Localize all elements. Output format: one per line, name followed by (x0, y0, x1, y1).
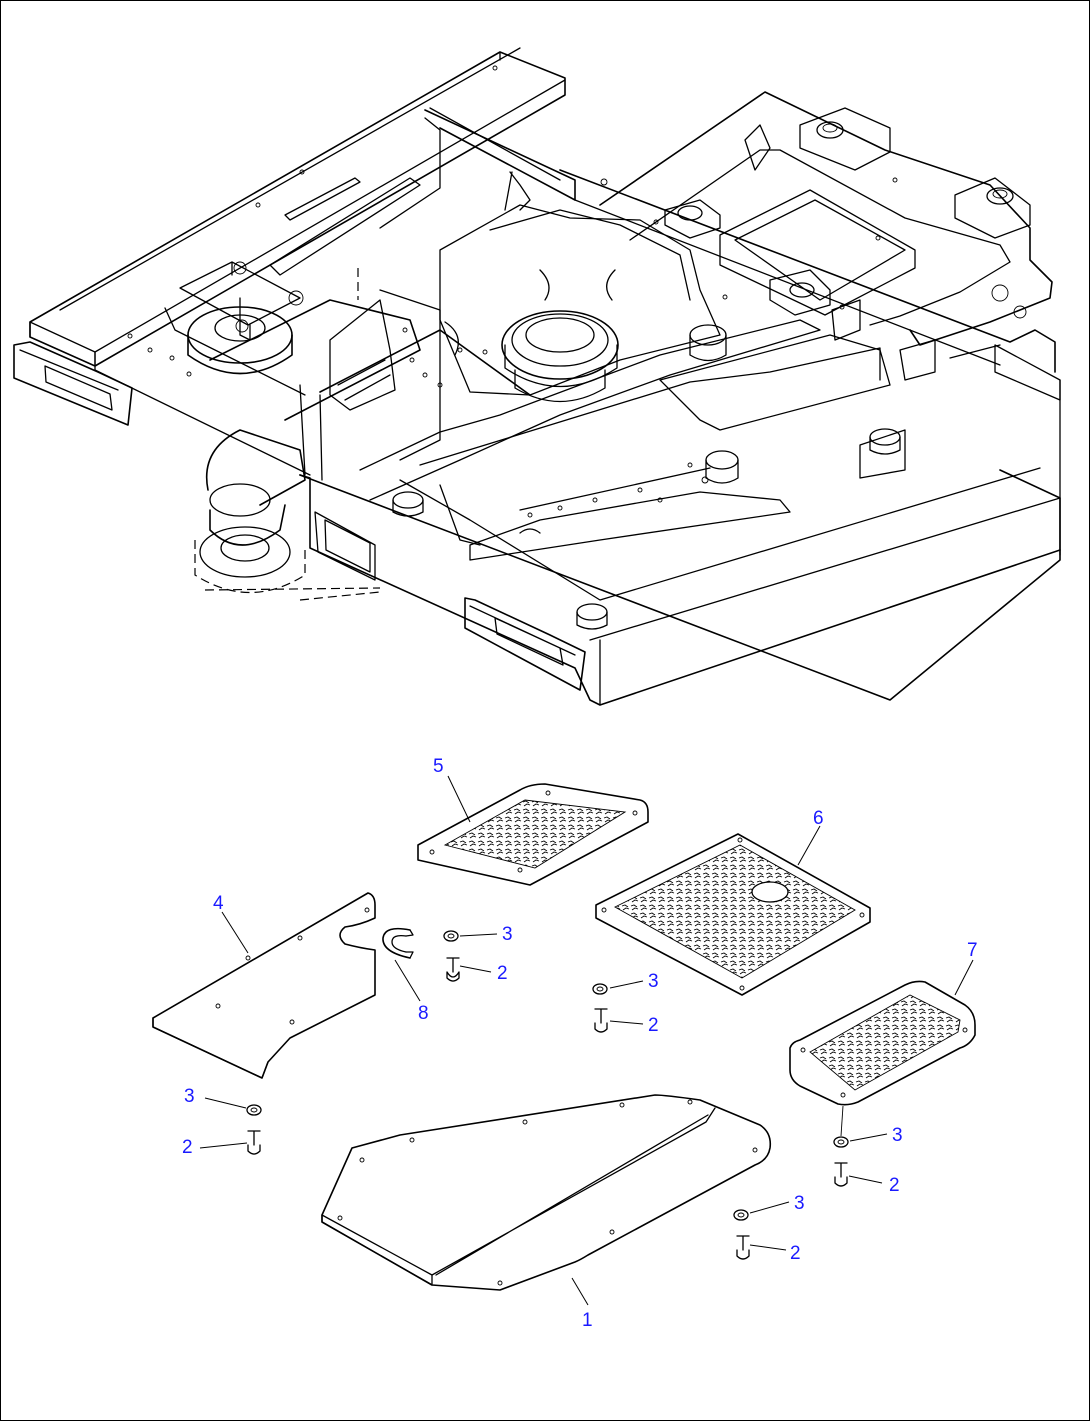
callout-labels: 5 6 7 4 8 1 3 2 3 2 3 2 3 2 3 2 (182, 756, 978, 1331)
frame-holes (127, 65, 898, 518)
callout-2d: 2 (889, 1175, 900, 1196)
callout-3a: 3 (502, 924, 513, 945)
callout-2a: 2 (497, 963, 508, 984)
callout-2e: 2 (790, 1243, 801, 1264)
callout-3e: 3 (794, 1193, 805, 1214)
callout-8: 8 (418, 1003, 429, 1024)
callout-1: 1 (582, 1310, 593, 1331)
callout-3c: 3 (184, 1086, 195, 1107)
part-7-cover (789, 980, 976, 1106)
part-4-cover (152, 892, 376, 1079)
callout-2b: 2 (648, 1015, 659, 1036)
part-8-clip (382, 927, 414, 959)
fasteners (246, 930, 849, 1260)
revolving-frame (13, 47, 1061, 706)
leader-lines (199, 775, 974, 1306)
callout-4: 4 (213, 893, 224, 914)
callout-5: 5 (433, 756, 444, 777)
callout-6: 6 (813, 808, 824, 829)
callout-7: 7 (967, 940, 978, 961)
callout-2c: 2 (182, 1137, 193, 1158)
part-6-cover (595, 833, 871, 996)
callout-3d: 3 (892, 1125, 903, 1146)
part-1-cover (321, 1094, 772, 1291)
part-5-cover (417, 783, 649, 886)
callout-3b: 3 (648, 971, 659, 992)
